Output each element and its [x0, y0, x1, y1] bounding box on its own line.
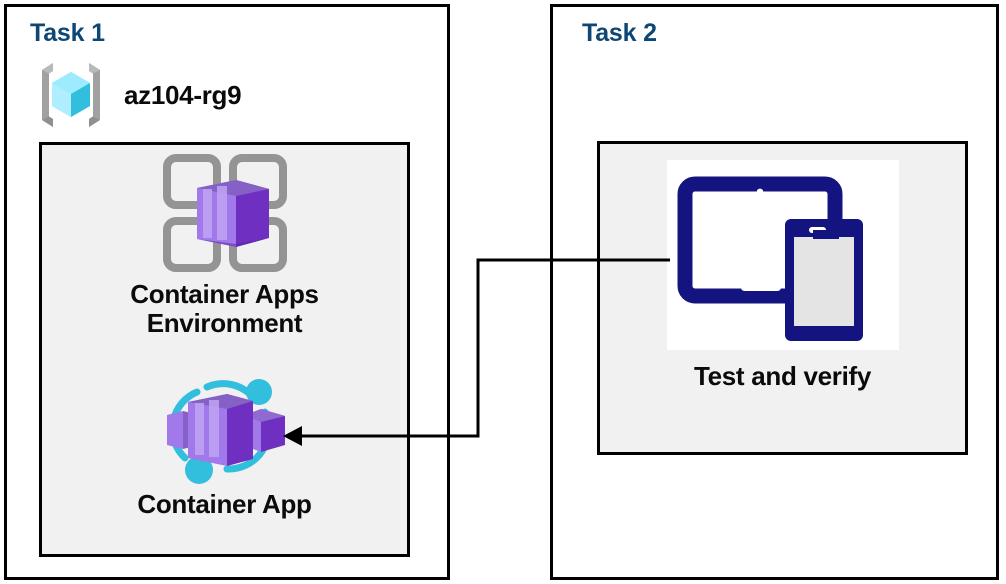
arrowhead-icon: [283, 426, 302, 446]
resource-group-row: az104-rg9: [36, 57, 242, 133]
container-app-caption: Container App: [137, 489, 312, 519]
test-and-verify-caption: Test and verify: [693, 361, 872, 391]
container-app-node: Container App: [39, 370, 410, 519]
orbit-node-top: [245, 379, 272, 405]
test-and-verify-node: Test and verify: [597, 160, 968, 391]
resource-group-icon: [42, 63, 100, 127]
container-apps-environment-icon: [162, 154, 287, 272]
task-1-title: Task 1: [30, 19, 105, 47]
orbit-node-bottom: [184, 456, 213, 484]
task-2-title: Task 2: [582, 19, 657, 47]
container-apps-environment-caption: Container Apps Environment: [130, 279, 319, 339]
resource-group-label: az104-rg9: [124, 79, 242, 110]
test-to-container-app-arrow: [283, 258, 670, 446]
container-apps-environment-node: Container Apps Environment: [39, 152, 410, 339]
test-and-verify-devices-icon: [666, 160, 899, 350]
container-app-icon: [166, 379, 285, 484]
